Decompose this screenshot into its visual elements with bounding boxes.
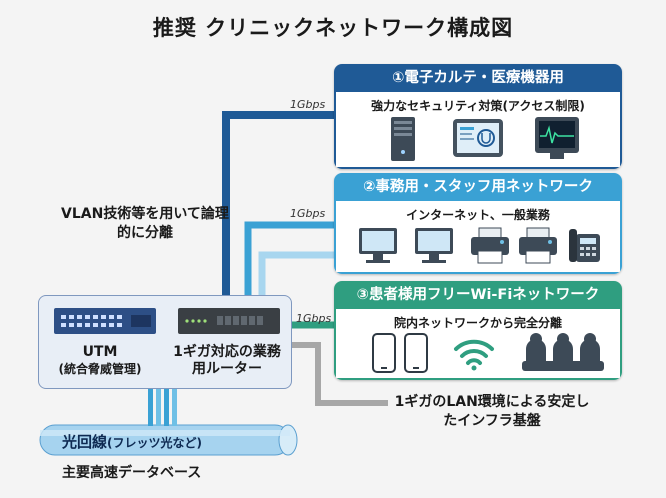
printer-icon bbox=[471, 227, 509, 264]
fiber-subtitle: 主要高速データベース bbox=[62, 465, 202, 481]
patients-waiting-icon bbox=[522, 333, 604, 371]
infra-note: 1ギガのLAN環境による安定したインフラ基盤 bbox=[394, 394, 590, 429]
diagram-title: 推奨 クリニックネットワーク構成図 bbox=[152, 16, 514, 40]
smartphone-icon bbox=[404, 333, 428, 373]
router-label: 1ギガ対応の業務用ルーター bbox=[173, 344, 281, 377]
panel2-header: ②事務用・スタッフ用ネットワーク bbox=[334, 173, 622, 201]
desktop-pc-icon bbox=[359, 228, 397, 263]
panel2-subtitle: インターネット、一般業務 bbox=[406, 208, 550, 222]
line-to-infra-note bbox=[290, 342, 388, 406]
speed-label-2: 1Gbps bbox=[290, 207, 326, 220]
speed-label-3: 1Gbps bbox=[296, 312, 332, 325]
router-appliance-icon bbox=[178, 308, 280, 334]
wifi-icon bbox=[454, 339, 494, 371]
utm-title: UTM bbox=[82, 344, 118, 360]
utm-appliance-icon bbox=[54, 308, 156, 334]
uplink-cables bbox=[148, 386, 177, 426]
panel1-subtitle: 強力なセキュリティ対策(アクセス制限) bbox=[371, 99, 585, 113]
panel-medical-records: ①電子カルテ・医療機器用 強力なセキュリティ対策(アクセス制限) bbox=[334, 64, 622, 169]
network-equipment-box: UTM (統合脅威管理) 1ギガ対応の業務用ルーター bbox=[38, 295, 292, 389]
utm-label: UTM (統合脅威管理) bbox=[45, 344, 155, 378]
phone-icon bbox=[569, 229, 600, 262]
fiber-title: 光回線 bbox=[62, 433, 108, 451]
panel3-header: ③患者様用フリーWi-Fiネットワーク bbox=[334, 281, 622, 309]
panel-office-staff: ②事務用・スタッフ用ネットワーク インターネット、一般業務 bbox=[334, 173, 622, 274]
fiber-paren: (フレッツ光など) bbox=[107, 436, 202, 450]
smartphone-icon bbox=[372, 333, 396, 373]
line-to-panel2 bbox=[244, 221, 336, 296]
medical-monitor-icon bbox=[535, 117, 579, 159]
utm-subtitle: (統合脅威管理) bbox=[58, 362, 142, 376]
line-to-panel1 bbox=[222, 111, 336, 296]
speed-label-1: 1Gbps bbox=[290, 98, 326, 111]
fiber-label: 光回線(フレッツ光など) bbox=[62, 431, 202, 452]
server-icon bbox=[391, 117, 415, 161]
panel1-header: ①電子カルテ・医療機器用 bbox=[334, 64, 622, 92]
line-to-panel2b bbox=[258, 251, 336, 296]
printer-icon bbox=[519, 227, 557, 264]
desktop-pc-icon bbox=[415, 228, 453, 263]
panel-patient-wifi: ③患者様用フリーWi-Fiネットワーク 院内ネットワークから完全分離 bbox=[334, 281, 622, 380]
ehr-tablet-icon bbox=[453, 119, 503, 157]
panel3-subtitle: 院内ネットワークから完全分離 bbox=[393, 316, 562, 330]
vlan-note: VLAN技術等を用いて論理的に分離 bbox=[61, 206, 229, 241]
